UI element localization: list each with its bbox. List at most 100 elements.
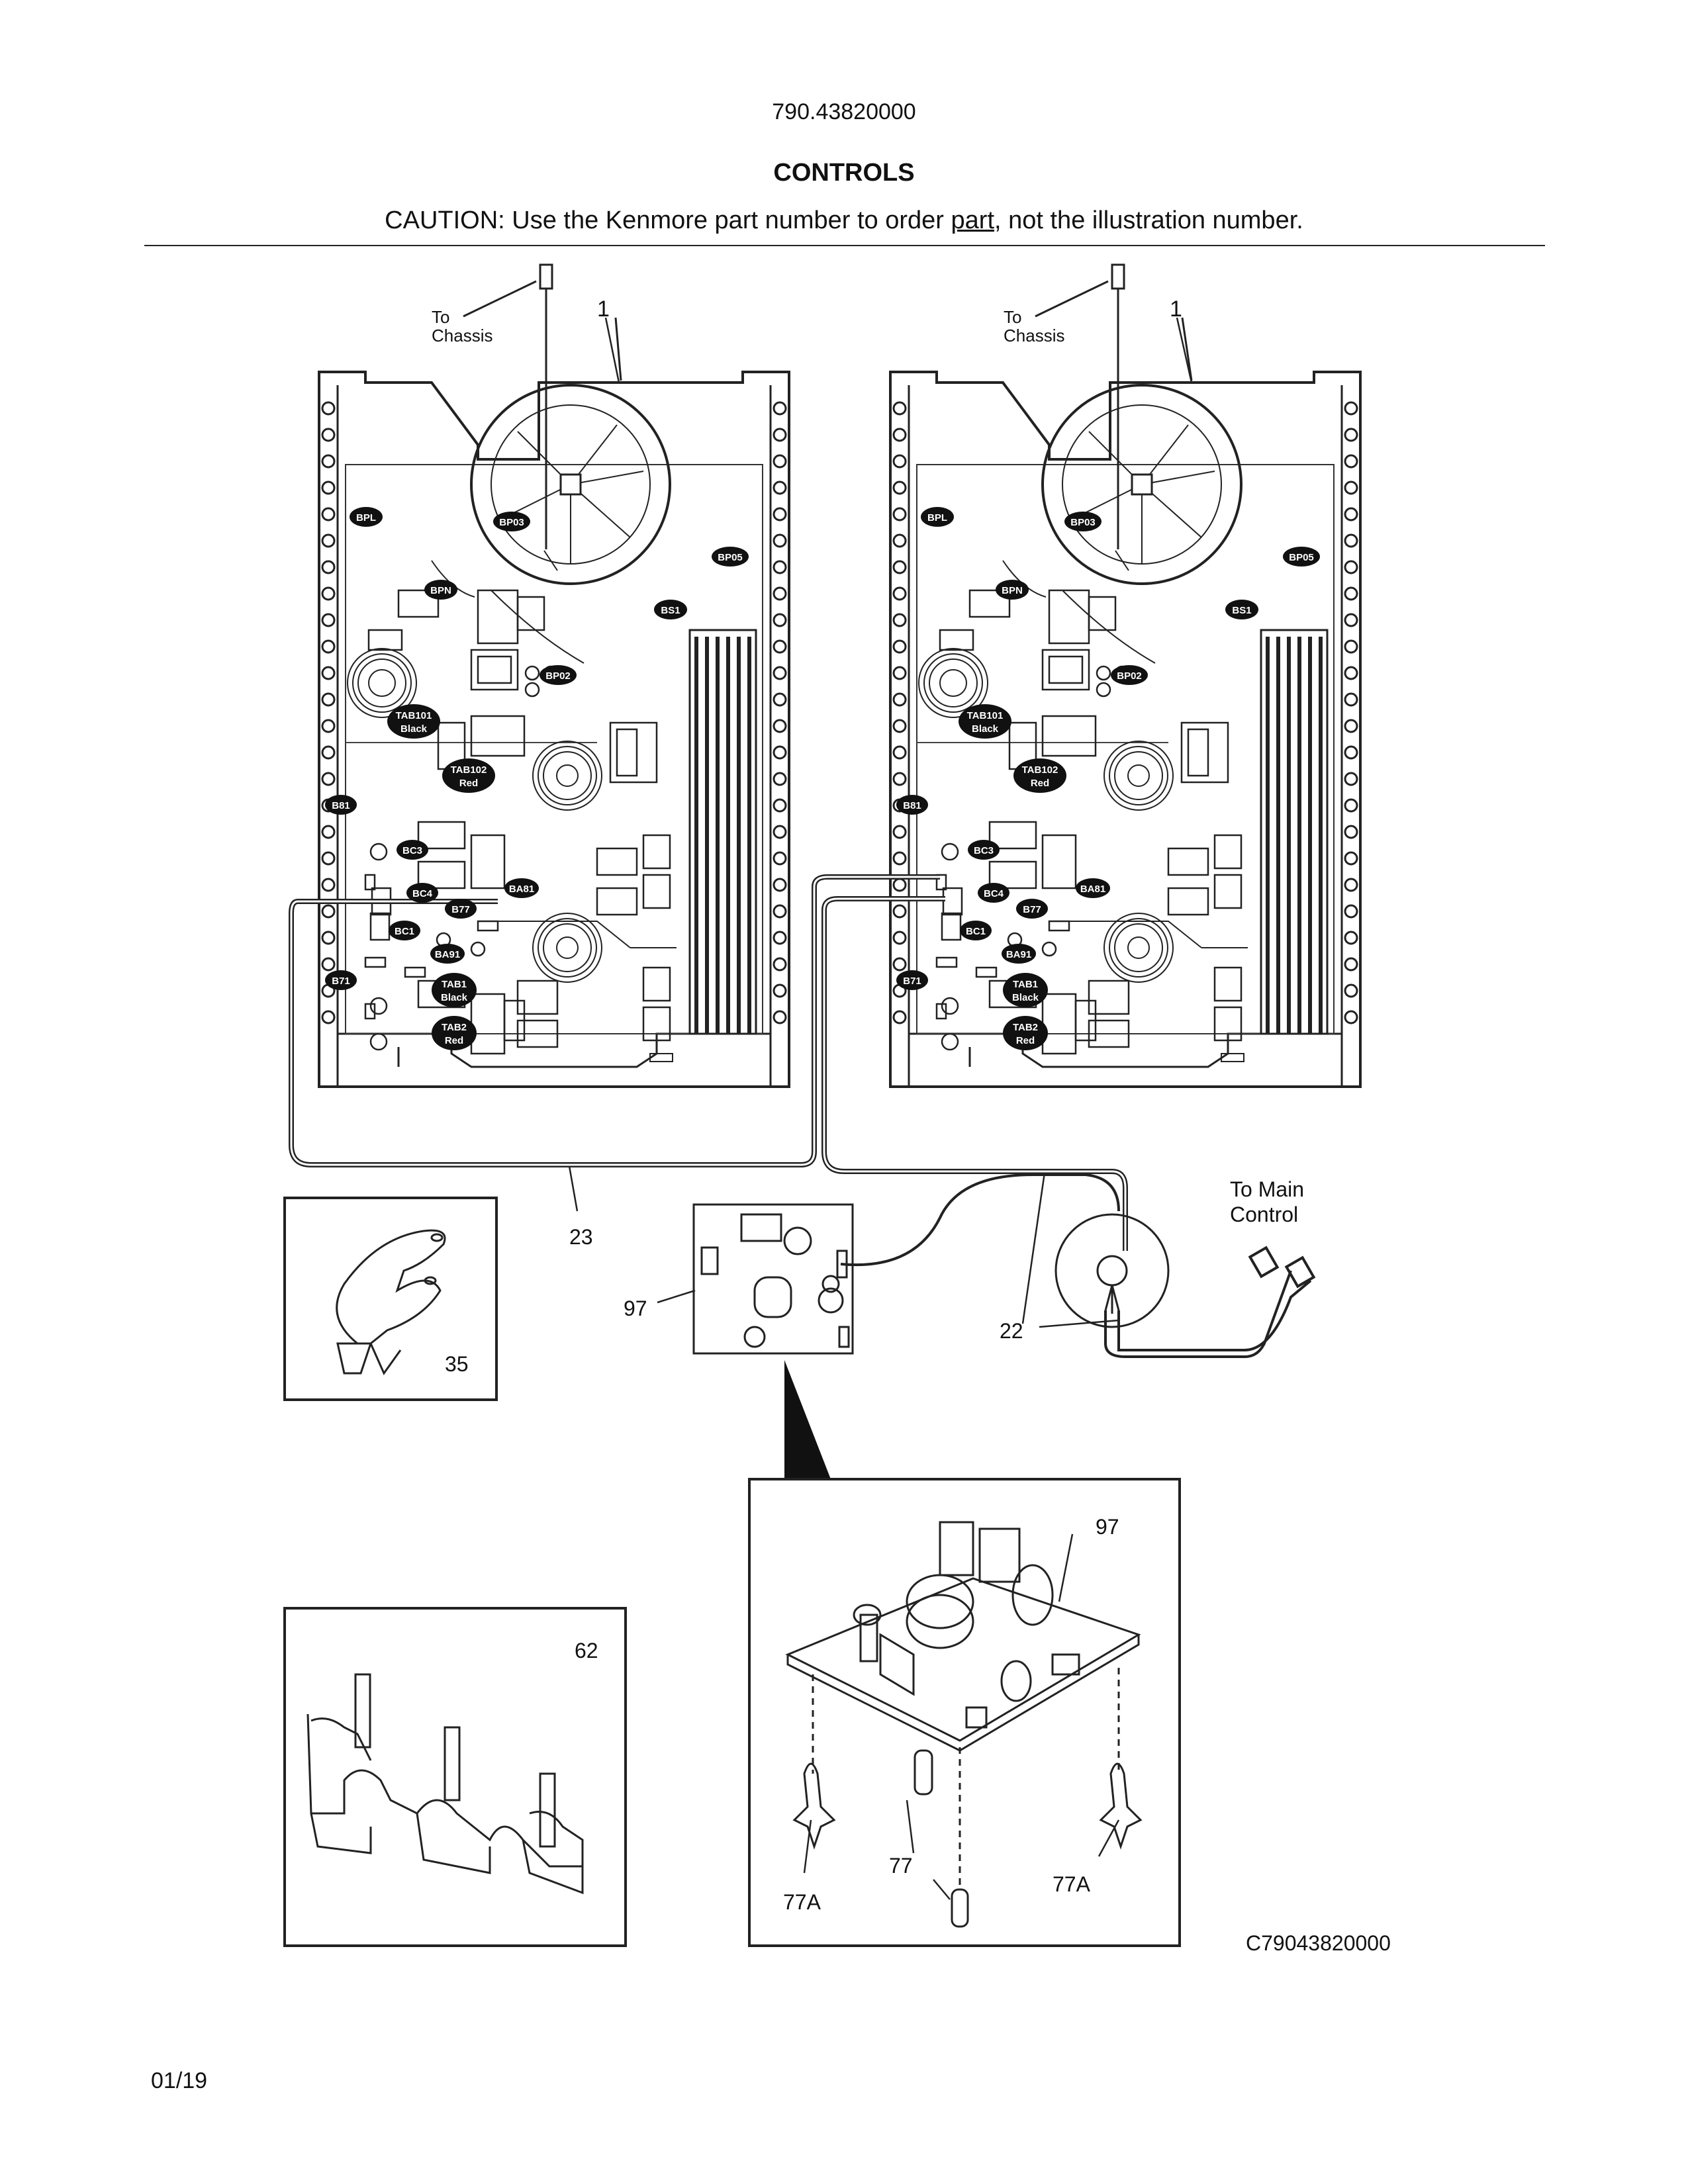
callout-bs1: BS1 — [654, 600, 687, 619]
to-chassis-label-right-line1: To — [1004, 307, 1021, 327]
svg-text:BA91: BA91 — [1006, 949, 1031, 960]
inset-box-35 — [283, 1197, 498, 1401]
svg-text:B81: B81 — [332, 800, 350, 811]
callout-bpl: BPL — [350, 507, 383, 527]
svg-text:BPL: BPL — [356, 512, 376, 523]
svg-text:BC1: BC1 — [966, 926, 986, 937]
svg-text:BA81: BA81 — [509, 884, 534, 895]
callout-b71: B71 — [325, 970, 357, 990]
callout-bc3: BC3 — [397, 840, 428, 860]
svg-text:BA81: BA81 — [1080, 884, 1105, 895]
leader-lines — [568, 317, 1193, 1900]
callout-bpn: BPN — [424, 580, 457, 600]
control-board-left — [319, 372, 789, 1087]
svg-text:BP03: BP03 — [499, 517, 524, 528]
svg-text:TAB2: TAB2 — [442, 1022, 467, 1033]
svg-text:TAB1: TAB1 — [442, 979, 467, 990]
svg-text:Red: Red — [1016, 1035, 1035, 1046]
callout-b77: B77 — [1016, 899, 1048, 919]
svg-text:Black: Black — [441, 992, 468, 1003]
part-62-label: 62 — [575, 1639, 598, 1662]
header-divider — [144, 245, 1545, 246]
svg-text:Red: Red — [1031, 778, 1049, 789]
svg-text:Red: Red — [445, 1035, 463, 1046]
svg-text:BPN: BPN — [430, 585, 451, 596]
callout-bpl: BPL — [921, 507, 954, 527]
svg-text:BS1: BS1 — [661, 605, 680, 616]
part-97-label: 97 — [624, 1297, 647, 1320]
svg-text:Black: Black — [1012, 992, 1039, 1003]
svg-text:BA91: BA91 — [435, 949, 460, 960]
svg-text:BP02: BP02 — [545, 670, 571, 682]
svg-text:B81: B81 — [903, 800, 921, 811]
ferrite-ring — [1055, 1213, 1170, 1328]
part-23-label: 23 — [569, 1225, 593, 1249]
svg-text:Black: Black — [400, 723, 428, 735]
svg-text:BP02: BP02 — [1117, 670, 1142, 682]
callout-ba91: BA91 — [1002, 944, 1036, 964]
callout-b81: B81 — [325, 795, 357, 815]
inset-box-62 — [283, 1607, 627, 1947]
main-control-lead — [840, 1173, 1316, 1358]
revision-date: 01/19 — [151, 2068, 208, 2093]
callout-b77: B77 — [445, 899, 477, 919]
svg-text:BC3: BC3 — [974, 845, 994, 856]
callout-bp03: BP03 — [493, 512, 530, 531]
caution-note: CAUTION: Use the Kenmore part number to … — [0, 206, 1688, 235]
wire-harness-22 — [821, 896, 1128, 1251]
wire-holder-62 — [306, 1673, 584, 1895]
svg-text:BC4: BC4 — [984, 888, 1004, 899]
svg-text:BS1: BS1 — [1232, 605, 1251, 616]
callout-bp05: BP05 — [1283, 547, 1320, 567]
part-35-label: 35 — [445, 1352, 469, 1376]
svg-text:BP05: BP05 — [1289, 552, 1314, 563]
svg-text:B71: B71 — [332, 976, 350, 987]
callout-b71: B71 — [896, 970, 928, 990]
callout-bpn: BPN — [996, 580, 1029, 600]
callout-bc1: BC1 — [960, 921, 992, 940]
callout-bc4: BC4 — [406, 883, 438, 903]
part-77a-label-right: 77A — [1053, 1872, 1091, 1896]
chassis-ground-wire-left — [463, 263, 622, 549]
callout-bs1: BS1 — [1225, 600, 1258, 619]
filter-board-97 — [692, 1203, 854, 1355]
caution-underlined-word: part — [951, 206, 994, 234]
filter-board-97-detail — [785, 1521, 1141, 1752]
svg-text:B77: B77 — [1023, 904, 1041, 915]
callout-b81: B81 — [896, 795, 928, 815]
to-main-control-line1: To Main — [1230, 1177, 1304, 1201]
wire-clip-35 — [336, 1229, 446, 1376]
control-board-right — [890, 372, 1360, 1087]
svg-text:TAB102: TAB102 — [451, 764, 487, 776]
to-chassis-label-left-line1: To — [432, 307, 449, 327]
inset-box-97 — [748, 1478, 1181, 1947]
callout-bc1: BC1 — [389, 921, 420, 940]
callout-bp02: BP02 — [1111, 665, 1148, 685]
part-1-label-left: 1 — [597, 296, 610, 322]
part-97-detail-label: 97 — [1096, 1515, 1119, 1539]
callout-ba91: BA91 — [430, 944, 465, 964]
part-77a-label-left: 77A — [783, 1890, 821, 1914]
mounting-posts — [792, 1668, 1143, 1928]
callout-ba81: BA81 — [504, 878, 539, 898]
svg-text:B77: B77 — [451, 904, 470, 915]
svg-text:BP03: BP03 — [1070, 517, 1096, 528]
svg-text:TAB101: TAB101 — [396, 710, 432, 721]
callout-ba81: BA81 — [1076, 878, 1110, 898]
page-title: CONTROLS — [773, 159, 915, 187]
svg-text:BC3: BC3 — [402, 845, 422, 856]
svg-text:Red: Red — [459, 778, 478, 789]
caution-text-before: CAUTION: Use the Kenmore part number to … — [385, 206, 951, 234]
caution-text-after: , not the illustration number. — [994, 206, 1303, 234]
svg-text:BP05: BP05 — [718, 552, 743, 563]
svg-text:BPN: BPN — [1002, 585, 1023, 596]
